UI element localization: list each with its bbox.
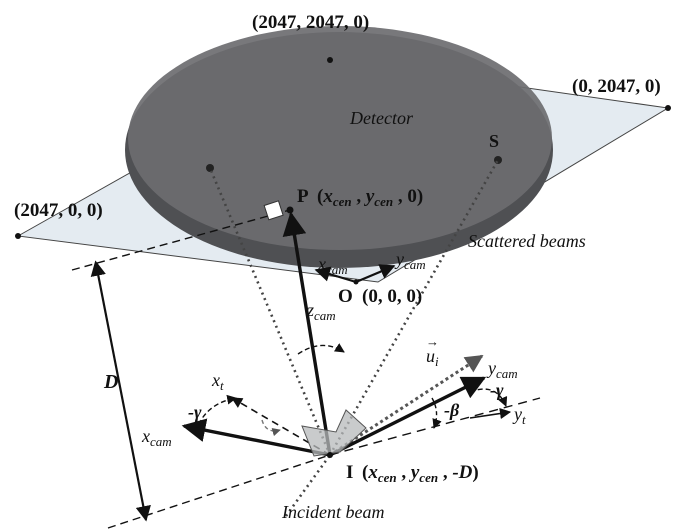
z-cam-label: zcam	[306, 300, 336, 323]
z-cam-axis	[282, 211, 332, 456]
y-t-axis	[469, 407, 512, 420]
minus-gamma-right-label: -γ	[490, 380, 504, 400]
corner-left-label: (2047, 0, 0)	[14, 200, 103, 221]
point-i-dot	[327, 452, 333, 458]
point-s-label: S	[489, 131, 499, 151]
x-t-label: xt	[211, 370, 224, 393]
detector-label: Detector	[349, 108, 414, 128]
corner-top-label: (2047, 2047, 0)	[252, 12, 369, 33]
rotation-arc-gamma-left	[195, 394, 237, 433]
incident-beam-label: Incident beam	[281, 502, 384, 522]
sample-crystal	[301, 409, 367, 457]
rotation-arc-beta	[431, 397, 442, 429]
corner-right-label: (0, 2047, 0)	[572, 76, 661, 97]
point-p-label: P	[297, 186, 309, 207]
point-i-label: I	[346, 462, 353, 483]
x-cam-label-i: xcam	[141, 426, 172, 449]
right-angle-marker	[263, 200, 284, 221]
scattered-beam-left	[208, 167, 332, 456]
y-cam-axis-at-i	[329, 376, 487, 457]
detector-disc	[128, 26, 552, 250]
scattered-beam-s	[328, 159, 500, 456]
y-t-label: yt	[512, 404, 526, 427]
origin-dot	[353, 279, 359, 285]
corner-top-dot	[327, 57, 333, 63]
scatter-point-left	[206, 164, 214, 172]
corner-left-dot	[15, 233, 21, 239]
origin-coords: (0, 0, 0)	[362, 286, 422, 307]
u-i-label: ui	[426, 346, 439, 369]
x-cam-label-o: xcam	[317, 254, 348, 277]
scattered-beams-label: Scattered beams	[468, 231, 586, 251]
u-i-vector-arrow: →	[426, 334, 439, 349]
point-p-dot	[286, 206, 294, 214]
rotation-arc-z-cam	[297, 343, 345, 355]
y-cam-label-i: ycam	[486, 358, 518, 381]
dashed-line-p	[71, 209, 291, 271]
point-i-coords: (xcen , ycen , -D)	[362, 462, 479, 485]
rotation-arc-gamma-right	[469, 388, 508, 407]
minus-beta-label: -β	[444, 400, 460, 420]
origin-label: O	[338, 286, 353, 307]
minus-gamma-left-label: -γ	[188, 402, 202, 422]
corner-right-dot	[665, 105, 671, 111]
y-cam-label-o: ycam	[394, 249, 426, 272]
x-cam-axis-at-i	[181, 418, 331, 457]
distance-d-label: D	[103, 371, 118, 393]
incident-beam-line	[284, 454, 332, 517]
x-cam-axis-at-o	[314, 266, 357, 284]
rotation-arc-small	[261, 419, 281, 437]
distance-d-arrow	[90, 260, 151, 522]
point-p-coords: (xcen , ycen , 0)	[317, 186, 423, 209]
y-cam-axis-at-o	[355, 264, 396, 284]
